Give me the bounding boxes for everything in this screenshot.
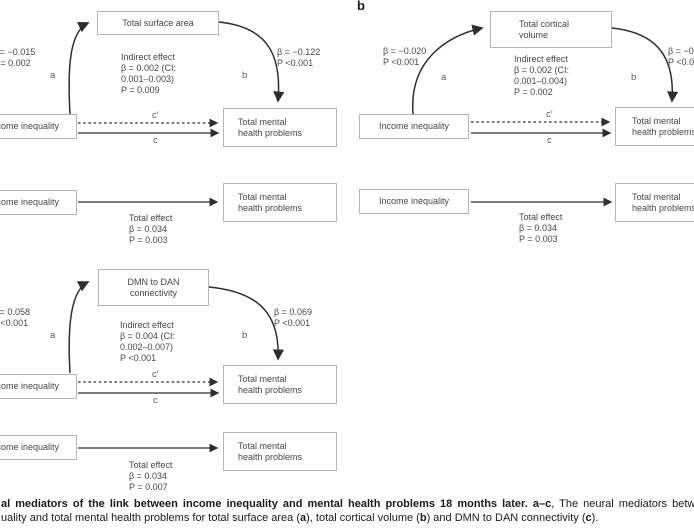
mediator-label: Total surface area bbox=[122, 17, 194, 28]
panel-a-c-label: c bbox=[153, 135, 158, 146]
panel-b-c-label: c bbox=[547, 135, 552, 146]
panel-b-path-b-label: b bbox=[631, 72, 637, 83]
panel-a-path-b-label: b bbox=[242, 70, 248, 81]
panel-c-predictor-box: Income inequality bbox=[0, 374, 77, 399]
panel-c-path-a-stats: β = 0.058 P <0.001 bbox=[0, 307, 30, 328]
panel-b-total-effect-stats: Total effect β = 0.034 P = 0.003 bbox=[519, 212, 563, 244]
figure-caption-line2: uality and total mental health problems … bbox=[1, 512, 599, 524]
panel-a-path-b-stats: β = −0.122 P <0.001 bbox=[277, 47, 321, 68]
panel-a-path-b-arrow bbox=[218, 21, 285, 103]
panel-b-path-a-arrow bbox=[412, 24, 484, 115]
panel-a-total-predictor-box: Income inequality bbox=[0, 190, 77, 215]
predictor-label: Income inequality bbox=[0, 121, 60, 131]
panel-a-path-a-stats: β = −0.015 P = 0.002 bbox=[0, 47, 36, 68]
panel-c-total-outcome-box: Total mental health problems bbox=[223, 432, 337, 471]
panel-a-mediator-box: Total surface area bbox=[97, 11, 219, 35]
panel-a-path-a-label: a bbox=[50, 70, 56, 81]
panel-b-c-prime-label: c′ bbox=[546, 109, 553, 120]
panel-a-total-outcome-box: Total mental health problems bbox=[223, 183, 337, 222]
panel-c-indirect-effect: Indirect effect β = 0.004 (CI: 0.002–0.0… bbox=[120, 320, 175, 363]
panel-b-path-a-label: a bbox=[441, 72, 447, 83]
panel-c-path-b-stats: β = 0.069 P <0.001 bbox=[274, 307, 312, 328]
figure-caption-line1: al mediators of the link between income … bbox=[1, 498, 694, 510]
panel-b-predictor-box: Income inequality bbox=[359, 114, 469, 139]
panel-b-total-outcome-box: Total mental health problems bbox=[615, 183, 694, 222]
panel-a-indirect-effect: Indirect effect β = 0.002 (CI: 0.001–0.0… bbox=[121, 52, 176, 95]
panel-c-outcome-box: Total mental health problems bbox=[223, 365, 337, 404]
panel-a-c-prime-label: c′ bbox=[152, 110, 159, 121]
panel-a-total-effect-stats: Total effect β = 0.034 P = 0.003 bbox=[129, 213, 173, 245]
panel-b-mediator-box: Total cortical volume bbox=[490, 11, 612, 48]
panel-b-letter: b bbox=[357, 0, 365, 13]
panel-b-outcome-box: Total mental health problems bbox=[615, 107, 694, 146]
panel-c-path-a-arrow bbox=[68, 281, 90, 374]
panel-a-predictor-box: Income inequality bbox=[0, 114, 77, 139]
panel-c-c-label: c bbox=[153, 395, 158, 406]
panel-b-path-a-stats: β = −0.020 P <0.001 bbox=[383, 46, 427, 67]
panel-c-total-effect-stats: Total effect β = 0.034 P = 0.007 bbox=[129, 460, 173, 492]
panel-c-path-b-arrow bbox=[208, 286, 285, 361]
panel-c-total-predictor-box: Income inequality bbox=[0, 435, 77, 460]
panel-b-path-b-arrow bbox=[611, 27, 679, 103]
panel-b-path-b-stats: β = −0 P <0.0 bbox=[668, 46, 694, 67]
panel-c-path-b-label: b bbox=[242, 330, 248, 341]
panel-a-outcome-box: Total mental health problems bbox=[223, 108, 337, 147]
panel-b-indirect-effect: Indirect effect β = 0.002 (CI: 0.001–0.0… bbox=[514, 54, 569, 97]
panel-c-c-prime-label: c′ bbox=[152, 369, 159, 380]
panel-b-total-predictor-box: Income inequality bbox=[359, 189, 469, 214]
panel-c-path-a-label: a bbox=[50, 330, 56, 341]
panel-a-path-a-arrow bbox=[68, 21, 90, 115]
panel-c-mediator-box: DMN to DAN connectivity bbox=[98, 269, 209, 306]
